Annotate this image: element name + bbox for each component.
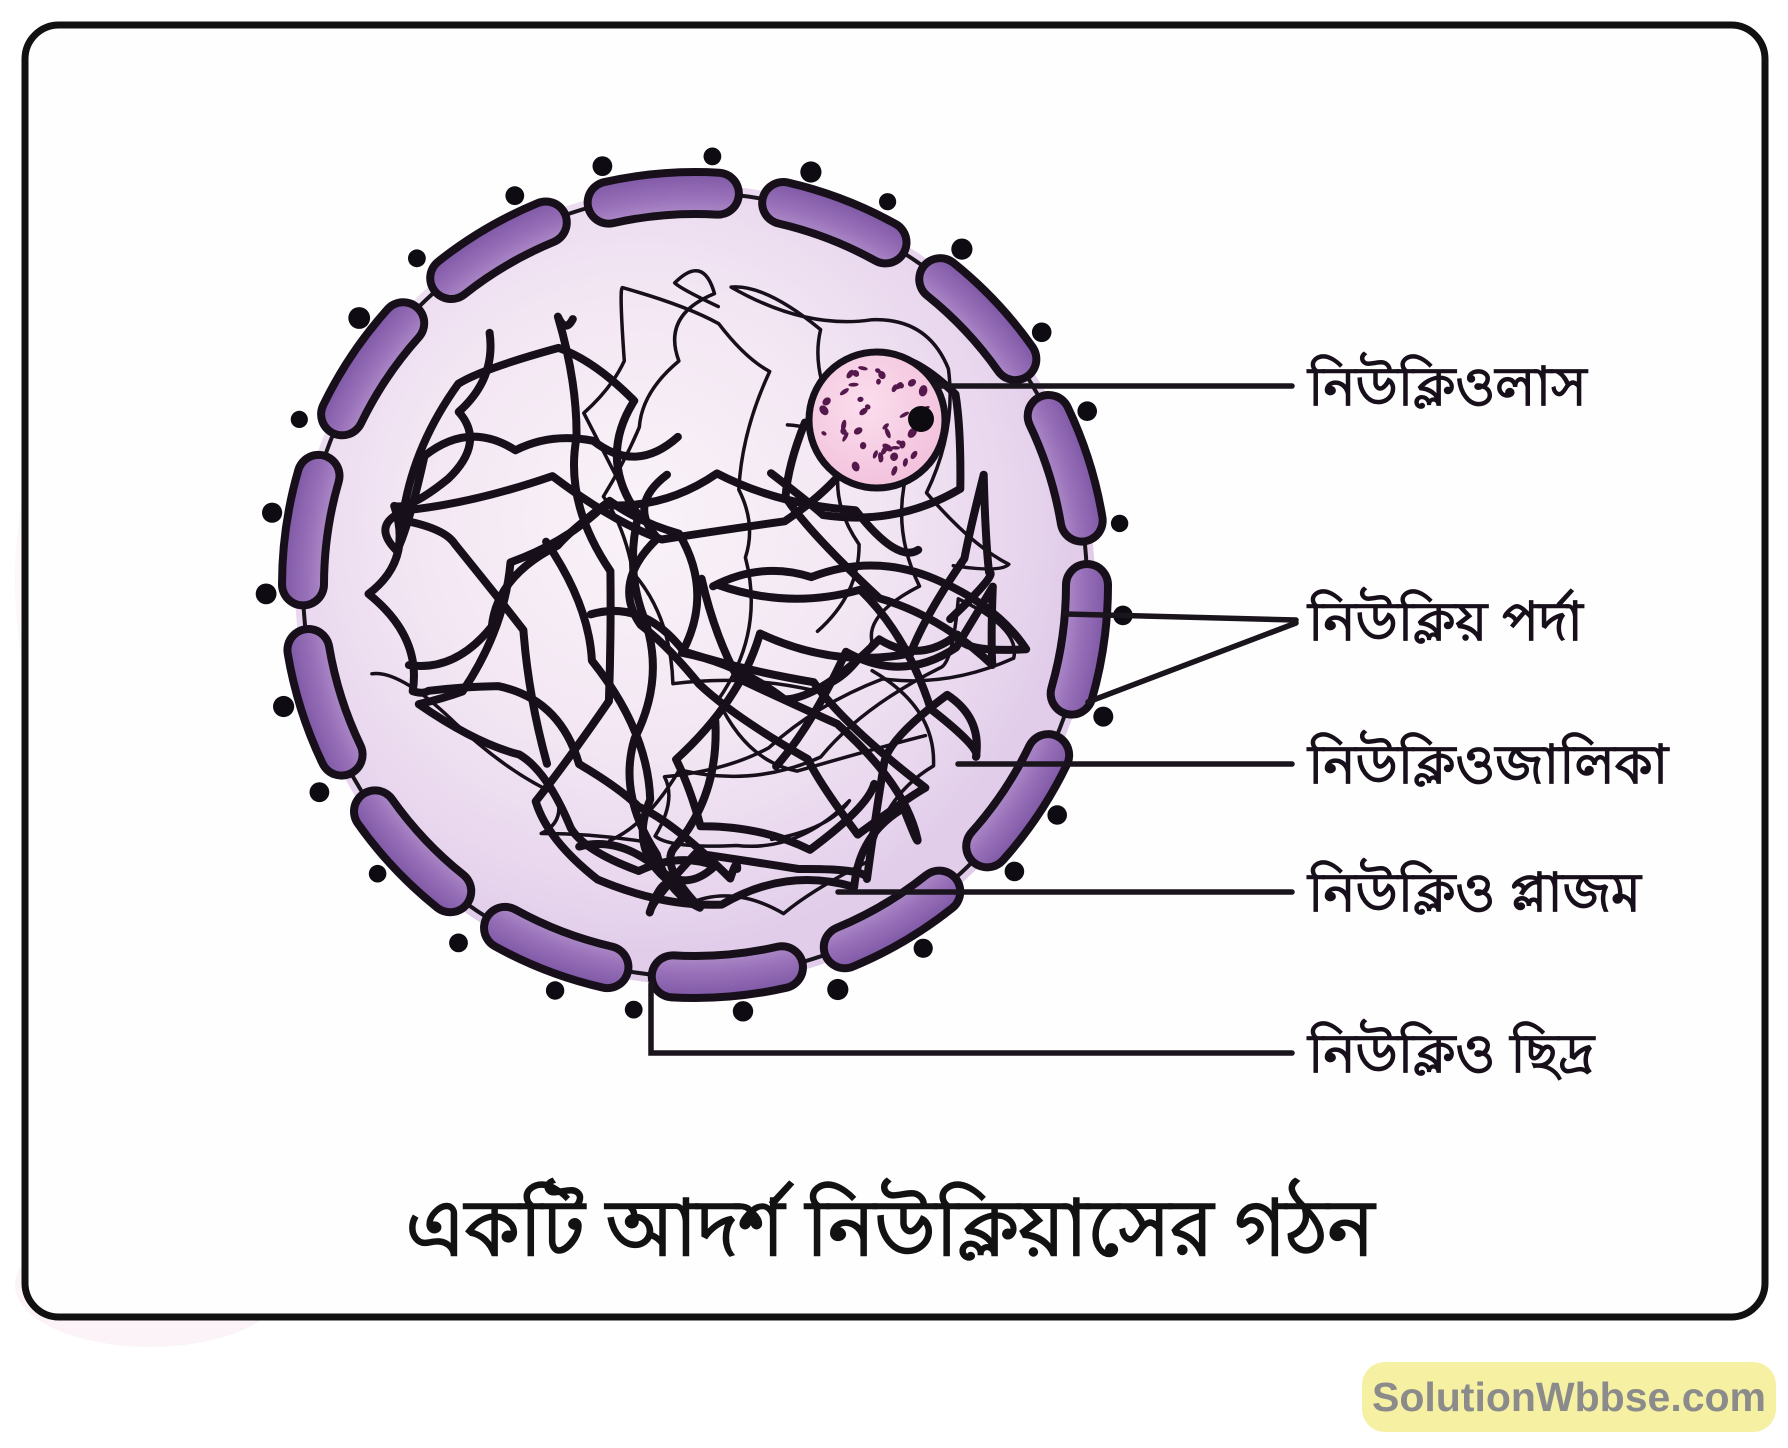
nucleolus-speckle bbox=[852, 370, 860, 377]
nucleolus-speckle bbox=[859, 442, 867, 450]
label-nuclear-pore: নিউক্লিও ছিদ্র bbox=[1306, 1018, 1596, 1084]
chromatin-strand bbox=[370, 668, 936, 916]
label-nucleolus: নিউক্লিওলাস bbox=[1306, 351, 1589, 417]
nucleolus-speckle bbox=[878, 456, 884, 463]
nucleolus-speckles bbox=[819, 366, 930, 476]
chromatin-strand bbox=[729, 285, 1011, 634]
nucleolus-speckle bbox=[876, 378, 881, 385]
ribosome-dot bbox=[913, 938, 933, 958]
nucleolus-speckle bbox=[822, 397, 831, 406]
chromatin-strand bbox=[672, 470, 995, 854]
nucleolus-speckle bbox=[907, 378, 917, 387]
nucleolus-speckle bbox=[918, 385, 928, 397]
ribosome-dot bbox=[1004, 861, 1025, 882]
nucleolus-speckle bbox=[848, 382, 859, 387]
watermark-text: SolutionWbbse.com bbox=[1372, 1374, 1766, 1420]
nucleolus-body bbox=[805, 348, 949, 492]
nucleolus-speckle bbox=[899, 411, 910, 418]
watermark-pill bbox=[1362, 1362, 1776, 1432]
nucleolus-speckle bbox=[872, 450, 878, 459]
ribosome-dot bbox=[1031, 322, 1052, 343]
nucleolus-speckle bbox=[878, 370, 886, 380]
nucleolus-speckle bbox=[846, 369, 854, 379]
ribosome-dot bbox=[273, 695, 295, 718]
nucleolus-speckle bbox=[902, 458, 908, 467]
nucleolus-speckle bbox=[853, 427, 863, 435]
nucleolus-speckle bbox=[891, 465, 898, 476]
label-nucleoplasm: নিউক্লিও প্লাজম bbox=[1306, 857, 1643, 923]
ribosome-dots bbox=[255, 147, 1133, 1022]
leader-lines bbox=[648, 383, 1299, 1056]
ribosome-dot bbox=[800, 161, 822, 183]
nucleolus-speckle bbox=[891, 384, 898, 393]
nucleolus-speckle bbox=[907, 427, 917, 438]
nucleolus-speckle bbox=[910, 450, 918, 460]
part-labels: নিউক্লিওলাস নিউক্লিয় পর্দা নিউক্লিওজালি… bbox=[1306, 351, 1671, 1084]
nucleolus-speckle bbox=[890, 452, 899, 461]
nucleolus-speckle bbox=[859, 407, 868, 416]
nucleolus-speckle bbox=[839, 388, 849, 396]
nucleolus-speckle bbox=[821, 431, 827, 436]
ribosome-dot bbox=[408, 249, 426, 268]
leader-line-nuclear-membrane-1 bbox=[1062, 611, 1299, 623]
nucleolus-speckle bbox=[884, 427, 891, 439]
watermark-badge: SolutionWbbse.com bbox=[1362, 1362, 1776, 1432]
ribosome-dot bbox=[732, 1001, 754, 1022]
ribosome-dot bbox=[624, 1000, 643, 1019]
chromatin-strand bbox=[531, 312, 922, 909]
leader-line-nuclear-membrane-2 bbox=[1085, 620, 1299, 705]
label-nuclear-membrane: নিউক্লিয় পর্দা bbox=[1306, 586, 1585, 652]
chromatin-strand bbox=[767, 352, 997, 771]
ribosome-dot bbox=[262, 502, 283, 523]
ribosome-dot bbox=[449, 933, 468, 953]
ribosome-dot bbox=[309, 782, 330, 803]
ribosome-dot bbox=[545, 981, 565, 1000]
ribosome-dot bbox=[348, 307, 371, 329]
ribosome-dot bbox=[827, 978, 849, 1001]
nucleolus-speckle bbox=[890, 446, 901, 450]
nucleus-drawing bbox=[255, 147, 1133, 1022]
figure-title: একটি আদর্শ নিউক্লিয়াসের গঠন bbox=[406, 1177, 1377, 1272]
chromatin-strand bbox=[414, 469, 923, 885]
chromatin-strand bbox=[582, 285, 928, 773]
nucleolus-speckle bbox=[864, 404, 871, 410]
ribosome-dot bbox=[1077, 401, 1097, 422]
nucleolus-speckle bbox=[882, 423, 889, 430]
ribosome-dot bbox=[703, 147, 722, 166]
ribosome-dot bbox=[1093, 706, 1114, 727]
label-nucleoreticulum: নিউক্লিওজালিকা bbox=[1306, 729, 1671, 795]
ribosome-dot bbox=[951, 238, 973, 260]
ribosome-dot bbox=[879, 193, 897, 211]
nucleolus-speckle bbox=[858, 366, 868, 371]
nucleolus-speckle bbox=[840, 419, 847, 431]
ribosome-dot bbox=[290, 410, 308, 428]
ribosome-dot bbox=[592, 156, 613, 177]
nucleolus-dot bbox=[908, 406, 934, 432]
ribosome-dot bbox=[1047, 805, 1067, 825]
nucleolus-speckle bbox=[857, 396, 864, 402]
leader-line-nuclear-pore bbox=[648, 981, 1295, 1056]
chromatin-strand bbox=[586, 470, 930, 839]
nucleolus-speckle bbox=[896, 440, 903, 445]
nucleolus-speckle bbox=[882, 443, 893, 452]
chromatin-strand bbox=[381, 414, 880, 555]
chromatin-strand bbox=[601, 269, 922, 693]
ribosome-dot bbox=[368, 864, 387, 883]
nucleolus-speckle bbox=[819, 405, 829, 416]
nuclear-membrane-segments bbox=[286, 176, 1104, 994]
chromatin-network bbox=[364, 269, 1031, 917]
ribosome-dot bbox=[1110, 514, 1129, 533]
ribosome-dot bbox=[505, 186, 525, 206]
nucleolus-speckle bbox=[842, 432, 849, 442]
nucleolus-speckle bbox=[851, 461, 860, 472]
ribosome-dot bbox=[255, 583, 277, 605]
